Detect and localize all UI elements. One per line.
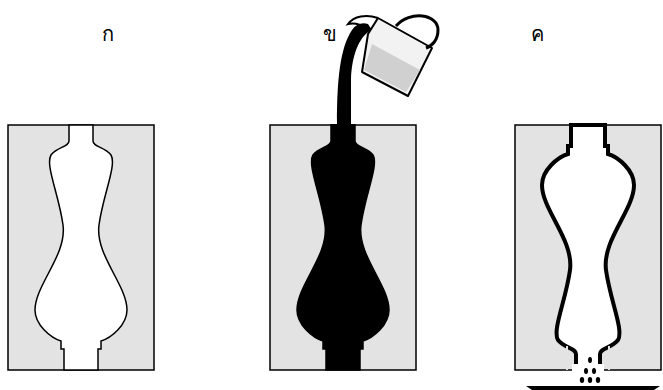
mould-panel: ค bbox=[515, 20, 661, 370]
catch-dish bbox=[526, 386, 660, 390]
drained-mould bbox=[515, 125, 661, 372]
mould-panel: ข bbox=[270, 20, 416, 370]
step-label: ค bbox=[531, 24, 544, 44]
pouring-pitcher bbox=[337, 16, 438, 124]
step-label: ก bbox=[102, 24, 114, 44]
mould-panel: ก bbox=[8, 20, 154, 370]
filled-mould bbox=[270, 124, 416, 370]
empty-mould bbox=[8, 125, 154, 370]
slip-drops bbox=[580, 357, 600, 383]
step-label: ข bbox=[323, 24, 337, 44]
